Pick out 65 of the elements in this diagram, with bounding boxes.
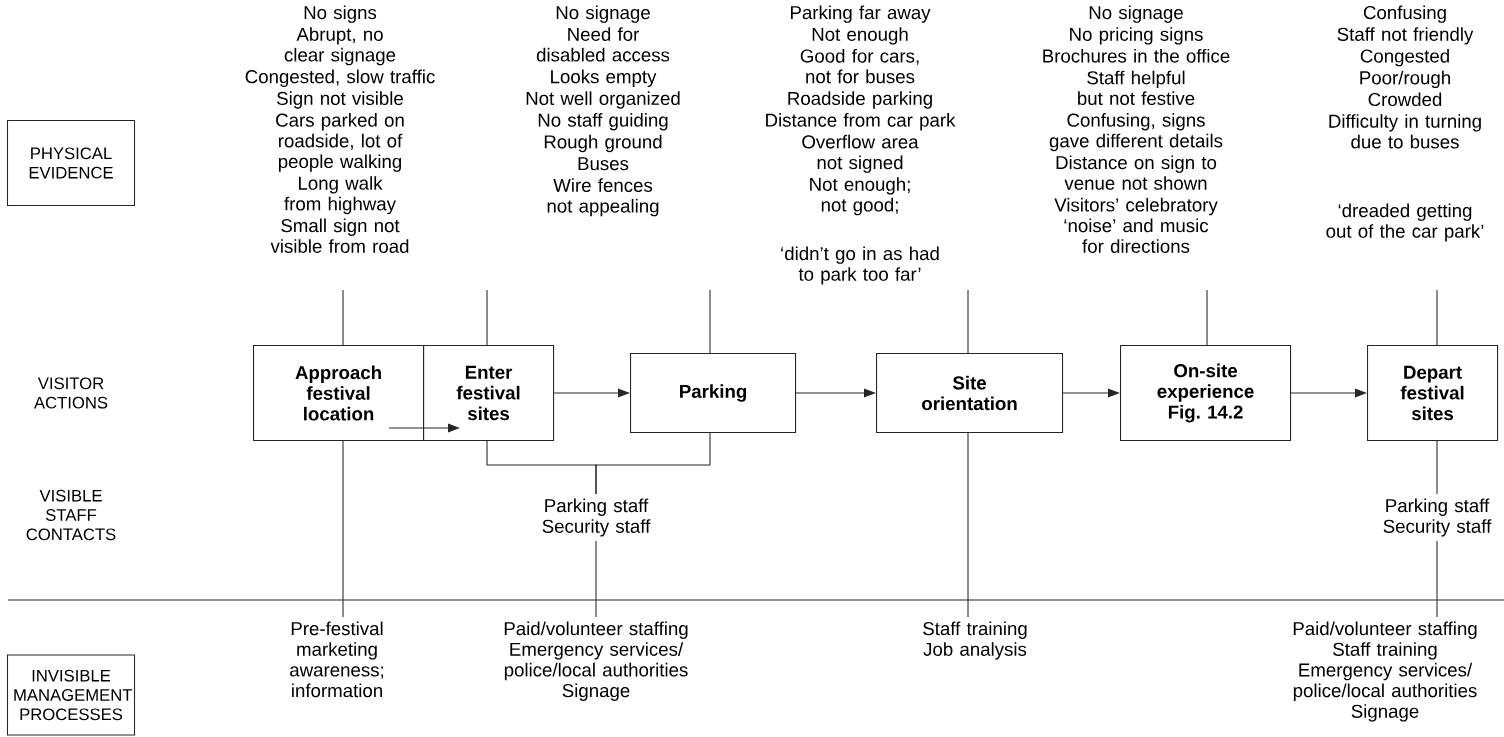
- note-text: No signs: [304, 5, 377, 23]
- connector-line: [1436, 289, 1438, 346]
- note-text: Confusing, signs gave different details: [1049, 113, 1223, 152]
- note-text: Congested, slow traffic: [245, 69, 435, 87]
- connector-line: [967, 289, 969, 354]
- note-text: Small sign not visible from road: [270, 218, 409, 253]
- note-text: No staff guiding: [538, 113, 668, 131]
- note-text: Parking far away: [791, 5, 931, 23]
- note-text: Wire fences not appealing: [547, 178, 659, 217]
- note-text: Sign not visible: [277, 91, 403, 109]
- note-text: Visitors’ celebratory ‘noise’ and music for directions: [1054, 197, 1218, 253]
- connector-line: [967, 432, 969, 618]
- note-text: Good for cars, not for buses: [800, 48, 919, 84]
- process-text: Paid/volunteer staffing Staff training Emergency services/police/local authorities Signage: [1293, 621, 1477, 722]
- process-text: Paid/volunteer staffing Emergency services/police/local authorities Signage: [504, 621, 688, 701]
- connector-line: [595, 540, 597, 618]
- note-text: Congested: [1360, 48, 1449, 67]
- connector-line: [709, 289, 711, 354]
- note-text: No pricing signs: [1070, 27, 1203, 45]
- connector-line: [486, 289, 488, 346]
- connector-line: [342, 440, 344, 618]
- note-text: Abrupt, no clear signage: [284, 27, 396, 66]
- process-box: On-site experience Fig. 14.2: [1120, 345, 1292, 442]
- note-text: Roadside parking: [788, 91, 932, 109]
- process-box: Enter festival sites: [423, 345, 555, 442]
- process-text: Pre-festival marketing awareness; information: [290, 621, 384, 698]
- note-text: Looks empty: [551, 69, 657, 87]
- note-text: Crowded: [1368, 92, 1442, 107]
- staff-contacts-text: Parking staff Security staff: [542, 498, 651, 537]
- note-text: Confusing: [1363, 5, 1446, 23]
- note-text: Not enough: [812, 27, 908, 45]
- process-box: Depart festival sites: [1367, 345, 1499, 442]
- connector-line: [342, 289, 344, 346]
- note-text: Cars parked on roadside, lot of people walking: [276, 113, 404, 172]
- note-text: Difficulty in turning due to buses: [1329, 114, 1481, 149]
- note-text: Staff not friendly: [1337, 27, 1474, 45]
- note-text: Not well organized: [526, 91, 680, 109]
- note-text: Poor/rough: [1360, 70, 1450, 89]
- note-text: Need for disabled access: [536, 27, 670, 62]
- note-text: Distance on sign to venue not shown: [1056, 155, 1217, 190]
- note-text: ‘dreaded getting out of the car park’: [1326, 203, 1484, 242]
- connector-line: [1436, 440, 1438, 495]
- process-box: Parking: [630, 353, 797, 434]
- row-label: VISIBLE STAFF CONTACTS: [26, 489, 116, 541]
- note-text: Long walk from highway: [284, 176, 396, 215]
- connector-line: [1436, 540, 1438, 618]
- connector-line: [595, 432, 711, 495]
- note-text: ‘didn’t go in as had to park too far’: [781, 246, 939, 285]
- process-box: Site orientation: [876, 353, 1064, 434]
- row-label-box: PHYSICAL EVIDENCE: [6, 119, 136, 207]
- connector-line: [1206, 289, 1208, 346]
- note-text: Overflow area not signed: [802, 134, 919, 173]
- note-text: No signage: [1089, 5, 1183, 23]
- process-text: Staff training Job analysis: [923, 621, 1027, 660]
- process-box: Approach festival location: [253, 345, 425, 442]
- row-label: VISITOR ACTIONS: [34, 377, 108, 409]
- note-text: Distance from car park: [766, 113, 956, 131]
- note-text: Rough ground: [544, 134, 662, 153]
- staff-contacts-text: Parking staff Security staff: [1383, 498, 1492, 537]
- note-text: Not enough; not good;: [810, 177, 910, 216]
- note-text: Brochures in the office: [1043, 48, 1230, 63]
- note-text: Staff helpful but not festive: [1078, 70, 1195, 106]
- row-label-box: INVISIBLE MANAGEMENT PROCESSES: [6, 654, 136, 736]
- note-text: No signage: [556, 5, 650, 23]
- note-text: Buses: [578, 157, 629, 171]
